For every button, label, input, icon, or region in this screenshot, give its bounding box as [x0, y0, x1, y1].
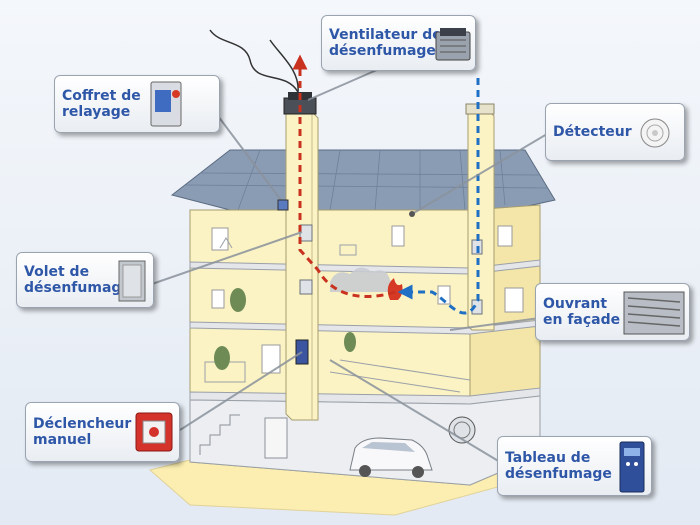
fresh-air-shaft	[465, 103, 495, 331]
callout-tableau-label: Tableau de désenfumage	[505, 450, 612, 482]
callout-detecteur-label: Détecteur	[553, 124, 632, 140]
leader-lines	[151, 61, 548, 463]
exhaust-shaft	[285, 111, 319, 421]
basement-door	[264, 417, 288, 459]
damper-panel-icon	[118, 260, 146, 302]
callout-volet-label: Volet de désenfumage	[24, 264, 131, 296]
plants	[214, 288, 356, 370]
control-panel-icon	[619, 441, 645, 493]
detector-on-ceiling	[409, 211, 415, 217]
roof	[170, 149, 556, 211]
callout-detecteur: Détecteur	[545, 103, 685, 161]
basement-fan	[448, 416, 476, 444]
callout-ventilateur-label: Ventilateur de désenfumage	[329, 27, 442, 59]
windows	[211, 225, 524, 374]
callout-volet: Volet de désenfumage	[16, 252, 154, 308]
relay-box-on-wall	[277, 199, 289, 211]
callout-ouvrant: Ouvrant en façade	[535, 283, 690, 341]
callout-coffret-label: Coffret de relayage	[62, 88, 141, 120]
callout-declencheur: Déclencheur manuel	[25, 402, 180, 462]
smoke-cloud	[330, 267, 397, 292]
car	[349, 437, 433, 478]
smoke-detector-icon	[640, 118, 670, 148]
smoke-plume	[209, 29, 299, 93]
facade-vent-icon	[623, 291, 685, 335]
relay-box-icon	[150, 81, 182, 127]
callout-ventilateur: Ventilateur de désenfumage	[321, 15, 476, 71]
manual-call-point-icon	[135, 412, 173, 452]
roof-fan-icon	[435, 28, 471, 61]
callout-declencheur-label: Déclencheur manuel	[33, 416, 132, 448]
smoke-flow-arrow	[292, 54, 396, 298]
callout-tableau: Tableau de désenfumage	[497, 436, 652, 496]
callout-ouvrant-label: Ouvrant en façade	[543, 296, 621, 328]
basement-stairs	[199, 414, 240, 455]
callout-coffret: Coffret de relayage	[54, 75, 220, 133]
fresh-air-flow-arrow	[397, 78, 480, 315]
